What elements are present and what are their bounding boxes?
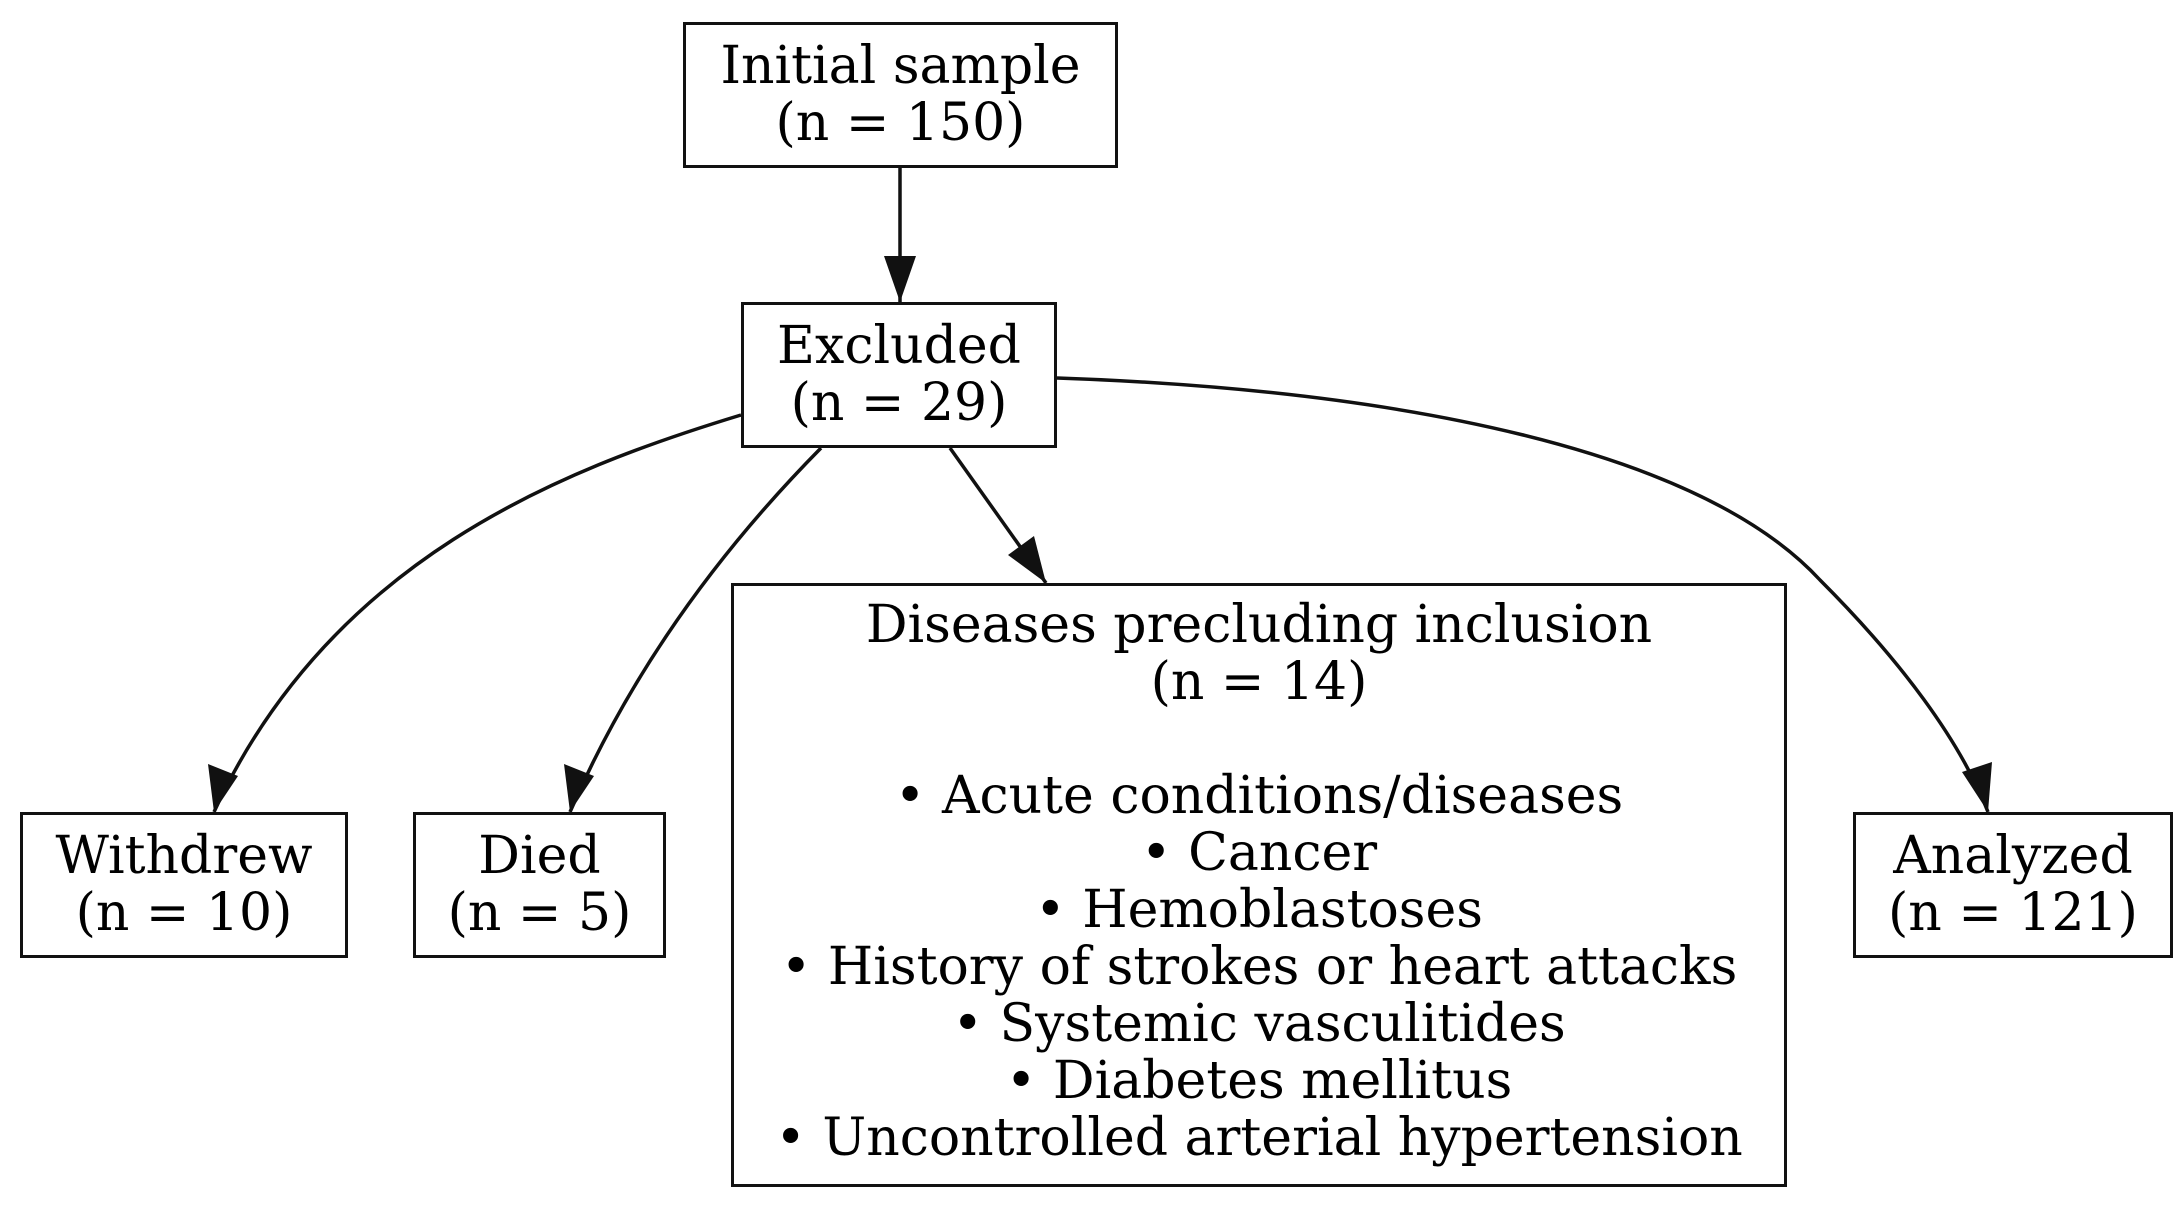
node-analyzed-count: (n = 121)	[1888, 883, 2138, 943]
arrowhead-analyzed	[1962, 762, 1992, 812]
list-item: • History of strokes or heart attacks	[780, 937, 1738, 997]
node-died-count: (n = 5)	[447, 883, 632, 943]
list-item: • Hemoblastoses	[1035, 880, 1483, 940]
node-died-title: Died	[478, 826, 601, 886]
node-died: Died (n = 5)	[413, 812, 666, 958]
node-analyzed: Analyzed (n = 121)	[1853, 812, 2173, 958]
node-diseases-title: Diseases precluding inclusion	[865, 595, 1653, 655]
node-diseases-precluding-inclusion: Diseases precluding inclusion (n = 14) •…	[731, 583, 1787, 1187]
arrowhead-died	[564, 764, 594, 812]
node-initial-count: (n = 150)	[775, 93, 1026, 153]
arrowhead-diseases	[1008, 536, 1046, 583]
list-item: • Acute conditions/diseases	[894, 766, 1624, 826]
node-withdrew-count: (n = 10)	[75, 883, 293, 943]
diseases-list: • Acute conditions/diseases • Cancer • H…	[775, 768, 1743, 1167]
node-diseases-count: (n = 14)	[1150, 652, 1368, 712]
list-item: • Cancer	[1140, 823, 1378, 883]
node-withdrew: Withdrew (n = 10)	[20, 812, 348, 958]
list-item: • Systemic vasculitides	[952, 994, 1566, 1054]
node-initial-sample: Initial sample (n = 150)	[683, 22, 1118, 168]
arrowhead-withdrew	[208, 764, 238, 812]
list-item: • Uncontrolled arterial hypertension	[775, 1108, 1743, 1168]
node-excluded-count: (n = 29)	[790, 373, 1008, 433]
node-analyzed-title: Analyzed	[1893, 826, 2133, 886]
edge-excluded-to-analyzed	[1056, 376, 1990, 813]
node-initial-title: Initial sample	[720, 36, 1081, 96]
arrowhead-excluded	[884, 256, 916, 302]
node-excluded-title: Excluded	[777, 316, 1021, 376]
edge-excluded-to-died	[568, 446, 823, 813]
edge-excluded-to-withdrew	[212, 413, 742, 813]
list-item: • Diabetes mellitus	[1005, 1051, 1513, 1111]
node-withdrew-title: Withdrew	[55, 826, 313, 886]
node-excluded: Excluded (n = 29)	[741, 302, 1057, 448]
